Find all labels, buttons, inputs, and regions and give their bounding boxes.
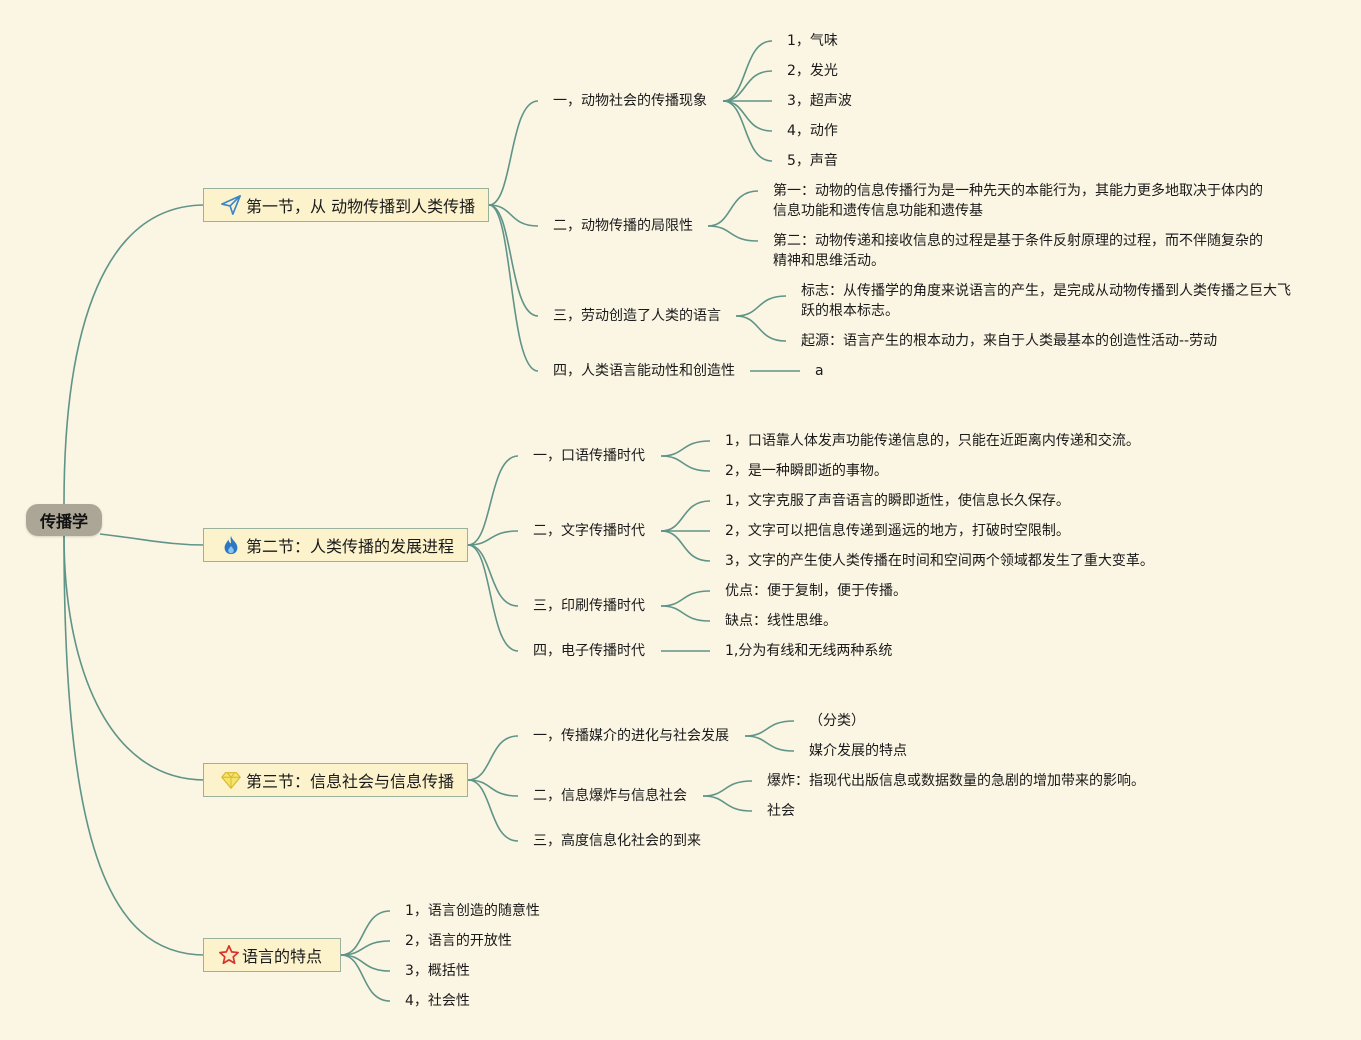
- s2-b3-connector: [660, 605, 711, 622]
- s1-b3-connector: [735, 295, 787, 317]
- star-icon: [218, 944, 240, 966]
- root-connector: [63, 535, 206, 781]
- s4-item[interactable]: 2，语言的开放性: [405, 933, 512, 949]
- s1-b1-connector: [722, 100, 773, 132]
- s2-b4-item[interactable]: 1,分为有线和无线两种系统: [725, 643, 893, 659]
- s1-connector: [488, 204, 539, 317]
- s1-connector: [488, 100, 539, 206]
- s1-b1-connector: [722, 100, 773, 162]
- s3-b1-connector: [744, 720, 795, 737]
- s1-branch-1[interactable]: 一，动物社会的传播现象: [553, 93, 707, 109]
- s2-b1-connector: [660, 455, 711, 472]
- s1-b1-item[interactable]: 3，超声波: [787, 93, 852, 109]
- s1-connector: [488, 204, 539, 227]
- s1-b1-item[interactable]: 2，发光: [787, 63, 838, 79]
- s2-branch-4[interactable]: 四，电子传播时代: [533, 643, 645, 659]
- root-topic[interactable]: 传播学: [26, 504, 102, 536]
- s3-branch-1[interactable]: 一，传播媒介的进化与社会发展: [533, 728, 729, 744]
- s4-item[interactable]: 4，社会性: [405, 993, 470, 1009]
- root-connector: [99, 533, 206, 546]
- s2-b2-connector: [660, 530, 711, 562]
- s2-b2-connector: [660, 500, 711, 532]
- s2-connector: [467, 530, 519, 546]
- s2-connector: [467, 544, 519, 652]
- s1-b3-item[interactable]: 起源：语言产生的根本动力，来自于人类最基本的创造性活动--劳动: [801, 333, 1218, 349]
- s1-branch-2[interactable]: 二，动物传播的局限性: [553, 218, 693, 234]
- s1-branch-4[interactable]: 四，人类语言能动性和创造性: [553, 363, 735, 379]
- s2-b3-connector: [660, 590, 711, 607]
- s2-branch-1[interactable]: 一，口语传播时代: [533, 448, 645, 464]
- s3-branch-2[interactable]: 二，信息爆炸与信息社会: [533, 788, 687, 804]
- s2-b2-item[interactable]: 3，文字的产生使人类传播在时间和空间两个领域都发生了重大变革。: [725, 553, 1154, 569]
- s4-connector: [340, 954, 391, 1002]
- s1-b3-connector: [735, 315, 787, 342]
- root-label: 传播学: [39, 512, 88, 531]
- s2-b1-item[interactable]: 2，是一种瞬即逝的事物。: [725, 463, 888, 479]
- section-3-label: 第三节：信息社会与信息传播: [246, 772, 455, 791]
- s2-b3-item[interactable]: 优点：便于复制，便于传播。: [725, 583, 907, 599]
- s3-connector: [467, 779, 519, 797]
- s3-b1-item[interactable]: （分类）: [809, 713, 865, 729]
- s2-b3-item[interactable]: 缺点：线性思维。: [725, 613, 837, 629]
- s4-item[interactable]: 1，语言创造的随意性: [405, 903, 540, 919]
- s4-item[interactable]: 3，概括性: [405, 963, 470, 979]
- s3-b2-connector: [702, 780, 753, 797]
- s1-b2-item[interactable]: 第二：动物传递和接收信息的过程是基于条件反射原理的过程，而不伴随复杂的精神和思维…: [773, 233, 1263, 269]
- section-2-label: 第二节：人类传播的发展进程: [246, 537, 455, 556]
- section-4-node[interactable]: 语言的特点: [203, 938, 341, 972]
- s1-b1-connector: [722, 70, 773, 102]
- s1-b4-item[interactable]: a: [815, 363, 824, 379]
- s2-connector: [467, 544, 519, 607]
- section-3-node[interactable]: 第三节：信息社会与信息传播: [203, 763, 468, 797]
- s3-b1-connector: [744, 735, 795, 752]
- s2-branch-3[interactable]: 三，印刷传播时代: [533, 598, 645, 614]
- diamond-icon: [220, 769, 242, 791]
- s2-b2-item[interactable]: 2，文字可以把信息传递到遥远的地方，打破时空限制。: [725, 523, 1070, 539]
- root-connector: [63, 204, 206, 505]
- s1-connector: [488, 204, 539, 372]
- paper-plane-icon: [220, 194, 242, 216]
- s1-b1-item[interactable]: 4，动作: [787, 123, 838, 139]
- section-2-node[interactable]: 第二节：人类传播的发展进程: [203, 528, 468, 562]
- section-1-label: 第一节，从 动物传播到人类传播: [246, 197, 476, 216]
- s1-b1-item[interactable]: 5，声音: [787, 153, 838, 169]
- section-4-label: 语言的特点: [242, 947, 323, 966]
- s3-connector: [467, 779, 519, 842]
- s3-b2-item[interactable]: 社会: [767, 803, 795, 819]
- s4-connector: [340, 910, 391, 956]
- s2-b1-item[interactable]: 1，口语靠人体发声功能传递信息的，只能在近距离内传递和交流。: [725, 433, 1140, 449]
- root-connector: [63, 535, 206, 956]
- s2-b1-connector: [660, 440, 711, 457]
- s1-b2-connector: [707, 190, 759, 227]
- s1-b2-connector: [707, 225, 759, 242]
- fire-icon: [220, 534, 242, 556]
- s3-b2-connector: [702, 795, 753, 812]
- s1-b1-connector: [722, 40, 773, 102]
- s2-branch-2[interactable]: 二，文字传播时代: [533, 523, 645, 539]
- s1-branch-3[interactable]: 三，劳动创造了人类的语言: [553, 308, 721, 324]
- s3-b2-item[interactable]: 爆炸：指现代出版信息或数据数量的急剧的增加带来的影响。: [767, 773, 1145, 789]
- s3-connector: [467, 735, 519, 781]
- s2-connector: [467, 455, 519, 546]
- s1-b2-item[interactable]: 第一：动物的信息传播行为是一种先天的本能行为，其能力更多地取决于体内的信息功能和…: [773, 183, 1263, 219]
- s2-b2-item[interactable]: 1，文字克服了声音语言的瞬即逝性，使信息长久保存。: [725, 493, 1070, 509]
- s3-b1-item[interactable]: 媒介发展的特点: [809, 743, 907, 759]
- s1-b1-item[interactable]: 1，气味: [787, 33, 838, 49]
- s3-branch-3[interactable]: 三，高度信息化社会的到来: [533, 833, 701, 849]
- section-1-node[interactable]: 第一节，从 动物传播到人类传播: [203, 188, 489, 222]
- s1-b3-item[interactable]: 标志：从传播学的角度来说语言的产生，是完成从动物传播到人类传播之巨大飞跃的根本标…: [801, 283, 1291, 319]
